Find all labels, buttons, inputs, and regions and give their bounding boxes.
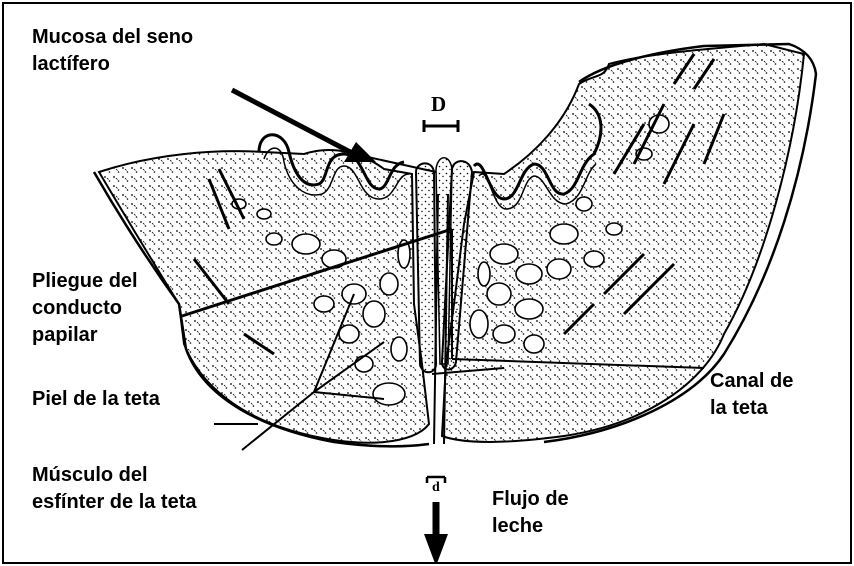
papillary-fold-left: [416, 163, 436, 372]
scale-bar-upper: [424, 120, 458, 132]
label-canal: Canal de la teta: [710, 368, 793, 422]
label-flujo: Flujo de leche: [492, 486, 569, 540]
milk-flow-arrow: [424, 502, 448, 562]
scale-label-lower: d: [432, 480, 440, 496]
label-piel: Piel de la teta: [32, 386, 160, 413]
label-musculo: Músculo del esfínter de la teta: [32, 462, 197, 516]
scale-label-upper: D: [431, 92, 446, 117]
label-mucosa: Mucosa del seno lactífero: [32, 24, 193, 78]
label-pliegue: Pliegue del conducto papilar: [32, 268, 138, 349]
